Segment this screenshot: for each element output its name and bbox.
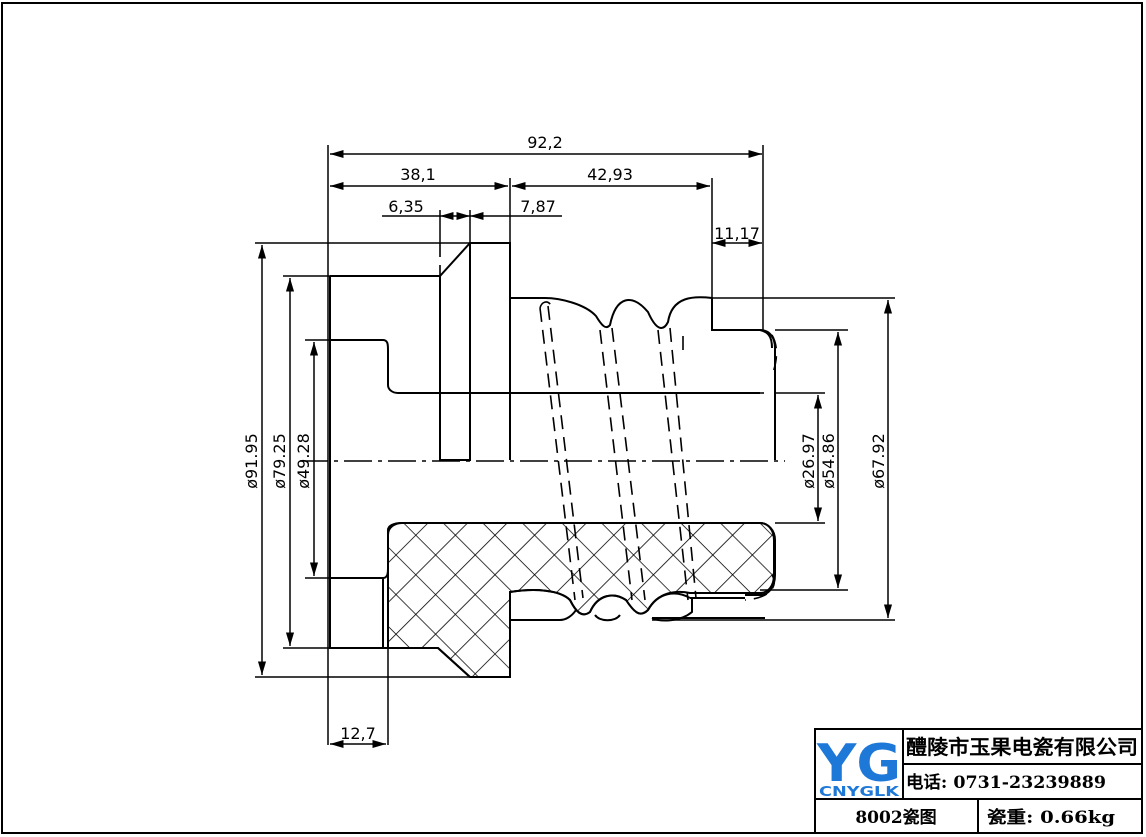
dim-dia-4928: ø49.28 <box>294 433 313 489</box>
dimension-texts: 92,2 38,1 42,93 6,35 7,87 11,17 12,7 ø91… <box>242 133 888 743</box>
company-name: 醴陵市玉果电瓷有限公司 <box>906 735 1138 759</box>
logo-letters: YG <box>816 734 901 794</box>
dim-635: 6,35 <box>388 197 424 216</box>
dim-end-length: 11,17 <box>714 224 760 243</box>
phone-number: 电话: 0731-23239889 <box>906 772 1106 793</box>
logo-subtext: CNYGLK <box>819 785 900 800</box>
dim-dia-7925: ø79.25 <box>270 433 289 489</box>
dim-dia-9195: ø91.95 <box>242 433 261 489</box>
dim-dia-2697: ø26.97 <box>799 433 818 489</box>
dim-overall-length: 92,2 <box>527 133 563 152</box>
drawing-number: 8002瓷图 <box>855 807 936 828</box>
dim-flange-length: 38,1 <box>400 165 436 184</box>
step-lines <box>439 243 511 461</box>
company-logo: YG CNYGLK <box>816 734 901 800</box>
dim-dia-6792: ø67.92 <box>869 433 888 489</box>
dim-body-length: 42,93 <box>587 165 633 184</box>
dim-787: 7,87 <box>520 197 556 216</box>
dim-head-length: 12,7 <box>340 724 376 743</box>
dimension-lines <box>255 145 895 749</box>
porcelain-weight: 瓷重: 0.66kg <box>987 807 1115 828</box>
section-hatch <box>387 522 775 678</box>
title-block: YG CNYGLK 醴陵市玉果电瓷有限公司 电话: 0731-23239889 … <box>814 728 1143 834</box>
dim-dia-5486: ø54.86 <box>819 433 838 489</box>
